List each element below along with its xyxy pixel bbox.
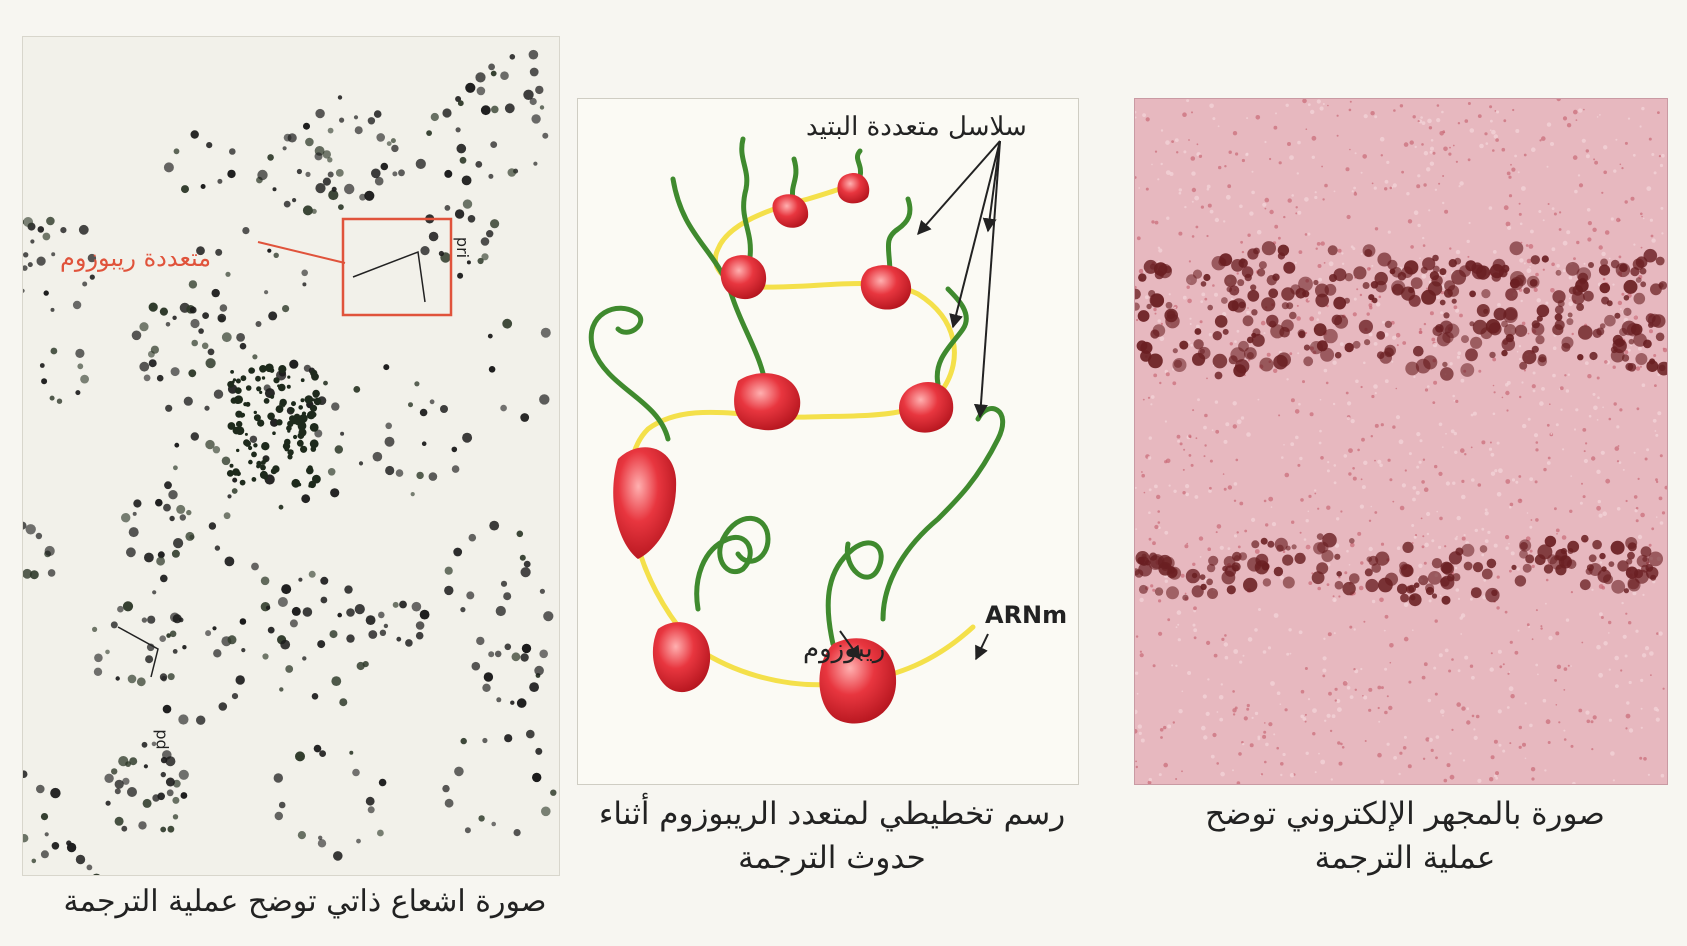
micrograph-caption-line1: صورة بالمجهر الإلكتروني توضح — [1140, 792, 1670, 836]
pd-pointer-lines — [118, 627, 158, 677]
autoradiograph-overlay — [23, 37, 559, 875]
polysome-drawing — [578, 99, 1078, 784]
schematic-caption-line2: حدوث الترجمة — [582, 836, 1082, 880]
ribosome — [899, 382, 953, 433]
polysome-pointer-line — [258, 242, 345, 263]
ribosome — [861, 265, 911, 309]
autoradiograph-caption: صورة اشعاع ذاتي توضح عملية الترجمة — [10, 880, 600, 924]
ribosome-label: ريبوزوم — [803, 634, 885, 664]
polypeptide-label: سلاسل متعددة البتيد — [806, 112, 1027, 142]
micrograph-caption-line2: عملية الترجمة — [1140, 836, 1670, 880]
micrograph-caption: صورة بالمجهر الإلكتروني توضح عملية الترج… — [1140, 792, 1670, 880]
micrograph-texture — [1135, 99, 1667, 784]
mrna-strand — [630, 181, 973, 685]
ribosome — [734, 373, 800, 430]
pri-label: pri — [453, 237, 472, 258]
autoradiograph-image — [22, 36, 560, 876]
schematic-caption: رسم تخطيطي لمتعدد الريبوزوم أثناء حدوث ا… — [582, 792, 1082, 880]
inset-pointer-lines — [353, 252, 425, 302]
ribosome — [653, 622, 710, 692]
polysome-label: متعددة ريبوزوم — [60, 244, 211, 272]
polysome-schematic — [577, 98, 1079, 785]
ribosomes — [613, 173, 953, 724]
electron-micrograph — [1134, 98, 1668, 785]
mrna-label: ARNm — [985, 601, 1067, 629]
ribosome — [837, 173, 869, 203]
schematic-caption-line1: رسم تخطيطي لمتعدد الريبوزوم أثناء — [582, 792, 1082, 836]
polysome-inset-box — [343, 219, 451, 315]
ribosome — [613, 447, 676, 559]
pd-label: pd — [151, 729, 170, 749]
ribosome — [721, 255, 766, 299]
